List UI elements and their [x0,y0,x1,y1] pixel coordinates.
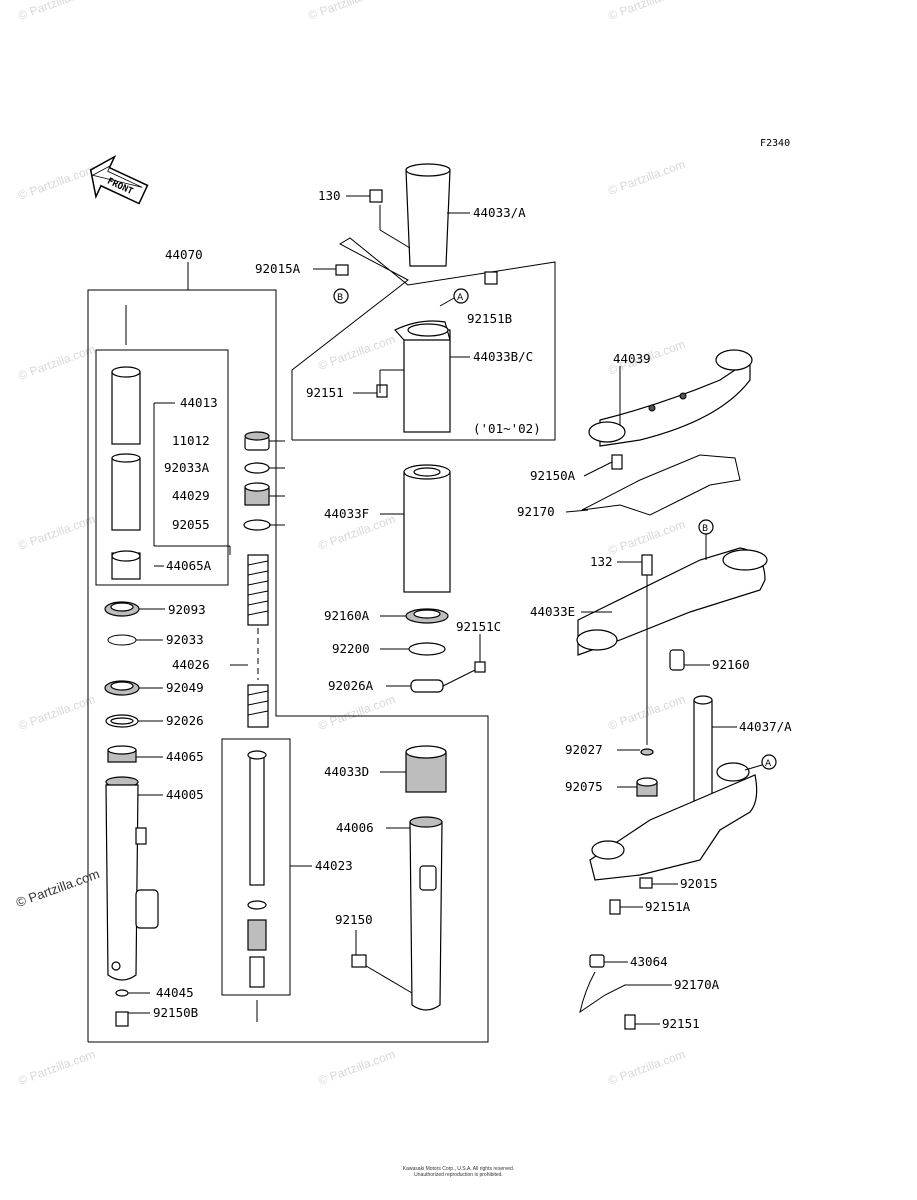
watermark: © Partzilla.com [606,0,687,23]
part-label: 11012 [172,433,210,448]
part-label: 92151B [467,311,512,326]
fork-cover-bc [376,320,451,433]
bracket-92170A [579,954,640,1030]
fork-cover-f-stack [403,464,486,693]
ref-marker-b: B [337,293,343,303]
part-label: 44039 [613,351,651,366]
part-label: 92033A [164,460,210,475]
diagram-code: F2340 [760,138,790,149]
front-arrow-icon: FRONT [89,154,149,205]
steering-stem-44037A [589,695,758,915]
part-label: 44006 [336,820,374,835]
upper-bracket-44039 [581,349,753,516]
part-label: 92151 [662,1016,700,1031]
watermark: © Partzilla.com [606,1047,687,1088]
watermark: © Partzilla.com [316,332,397,373]
part-label: 92015 [680,876,718,891]
part-label: 92150B [153,1005,198,1020]
part-label: 44026 [172,657,210,672]
part-label: 92200 [332,641,370,656]
part-label: 92055 [172,517,210,532]
part-label: 92151C [456,619,501,634]
part-label: 44065A [166,558,212,573]
part-label: 44023 [315,858,353,873]
part-label: 92170 [517,504,555,519]
part-label: 130 [318,188,341,203]
ref-marker-b: B [702,524,708,534]
fork-cover-top [335,163,498,285]
part-label: 44033E [530,604,575,619]
small-parts-column [243,431,271,531]
spring-44026 [247,554,269,728]
part-label: 132 [590,554,613,569]
part-label: 92026A [328,678,374,693]
copyright-line: Unauthorized reproduction is prohibited. [414,1172,503,1178]
part-label: 92150A [530,468,576,483]
part-label: 92151 [306,385,344,400]
part-label: 92151A [645,899,691,914]
seals-column [104,601,140,763]
watermark: © Partzilla.com [16,1047,97,1088]
fork-assembly-outline [87,237,556,1043]
year-note: ('01~'02) [473,421,541,436]
lower-bracket-44033E [576,547,768,745]
watermark: © Partzilla.com [16,0,97,23]
copyright-line: Kawasaki Motors Corp., U.S.A. All rights… [402,1166,515,1172]
watermark: © Partzilla.com [606,157,687,198]
part-label: 44045 [156,985,194,1000]
part-label: 92160 [712,657,750,672]
outer-tube-44005 [105,776,159,1027]
part-label: 44070 [165,247,203,262]
part-label: 92075 [565,779,603,794]
ref-marker-a: A [765,759,772,769]
part-label: 44033F [324,506,369,521]
part-label: 92150 [335,912,373,927]
watermark: © Partzilla.com [316,692,397,733]
part-label: 43064 [630,954,668,969]
watermark: © Partzilla.com [16,512,97,553]
ref-marker-a: A [457,293,464,303]
part-label: 44065 [166,749,204,764]
watermark: © Partzilla.com [16,162,97,203]
inner-tube-44013 [111,305,141,580]
part-label: 92093 [168,602,206,617]
leader-lines [128,195,737,1025]
part-label: 92026 [166,713,204,728]
part-label: 44037/A [739,719,792,734]
part-label: 44033/A [473,205,526,220]
part-label: 44033B/C [473,349,533,364]
part-label: 92033 [166,632,204,647]
watermark: © Partzilla.com [606,517,687,558]
part-label: 92027 [565,742,603,757]
part-label: 92160A [324,608,370,623]
watermark: © Partzilla.com [306,0,387,23]
ref-markers: B A B A [333,288,777,771]
part-label: 92049 [166,680,204,695]
watermark: © Partzilla.com [16,692,97,733]
part-label: 44013 [180,395,218,410]
watermark: © Partzilla.com [316,1047,397,1088]
part-label: 92015A [255,261,301,276]
part-label: 92170A [674,977,720,992]
part-label: 44029 [172,488,210,503]
outer-tube-44006 [351,745,447,1011]
part-labels: 44070 44013 11012 92033A 44029 92055 440… [153,188,792,1031]
copyright-notice: Kawasaki Motors Corp., U.S.A. All rights… [0,1166,917,1178]
part-label: 44005 [166,787,204,802]
watermark: © Partzilla.com [16,342,97,383]
part-label: 44033D [324,764,369,779]
damper-rod-44023 [247,750,267,1022]
